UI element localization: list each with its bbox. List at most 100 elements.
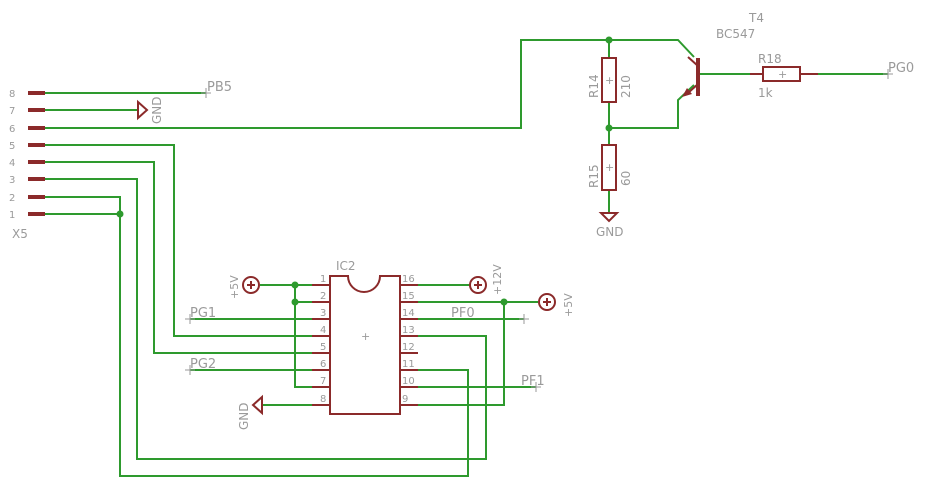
transistor-emitter-arrow-icon [682,88,692,97]
wire-ic2-tie [294,285,312,388]
ic-pin-number: 6 [320,359,326,370]
net-marker-icon [185,314,195,324]
resistor-body [601,57,617,103]
ic-pin-number: 5 [320,342,326,353]
ic-pin-number: 12 [402,342,415,353]
connector-pin-label-1: 1 [9,210,15,221]
resistor-body [601,144,617,191]
net-label-pf0: PF0 [451,306,475,321]
gnd-label-ic8: GND [237,402,251,430]
supply-circle-icon [242,276,260,294]
connector-pin-7 [28,108,45,112]
connector-pin-1 [28,212,45,216]
plus-icon [543,298,551,306]
ic-pin-number: 11 [402,359,415,370]
connector-pin-3 [28,177,45,181]
ic-pin-number: 8 [320,394,326,405]
connector-pin-label-5: 5 [9,141,15,152]
net-marker-icon [519,314,529,324]
gnd-arrow-icon [598,212,620,223]
resistor-plus-mark: + [605,74,614,87]
ic-right-pin-numbers: 16 15 14 13 12 11 10 9 [402,274,415,405]
wires [45,39,888,477]
gnd-arrow-icon [251,394,263,416]
connector-x5: 8 7 6 5 4 3 2 1 X5 [9,89,45,241]
supply-5v-left-label: +5V [228,275,241,299]
ic-center-mark: + [361,330,370,343]
ic-pin-number: 16 [402,274,415,285]
junction-ic15 [500,298,508,306]
transistor-collector [687,56,699,67]
connector-pin-4 [28,160,45,164]
connector-name: X5 [12,227,28,241]
resistor-r18-name: R18 [758,52,782,66]
ic2: IC2 + 1 2 3 4 5 6 7 8 16 15 14 13 12 11 … [312,259,418,415]
junction-r14-bottom [605,124,613,132]
ic-pin-number: 15 [402,291,415,302]
connector-pin-label-8: 8 [9,89,15,100]
wire-pin4-ic5 [45,161,312,354]
wire-pin6-transistor [45,39,695,129]
ic-pin-number: 10 [402,376,415,387]
connector-pin-5 [28,143,45,147]
junction-ic1 [291,281,299,289]
net-marker-icon [883,69,893,79]
junction-ic2 [291,298,299,306]
connector-pin-label-6: 6 [9,124,15,135]
resistor-plus-mark: + [778,68,787,81]
gnd-symbol-ic8: GND [237,394,263,430]
wire-ic9-tie [418,302,505,406]
plus-icon [247,281,255,289]
connector-pin-label-3: 3 [9,175,15,186]
supply-circle-icon [538,293,556,311]
gnd-arrow-icon [137,99,149,121]
gnd-symbol-r15: GND [596,212,624,239]
gnd-label-r15: GND [596,225,624,239]
ic-left-pin-numbers: 1 2 3 4 5 6 7 8 [320,274,326,405]
wire-pin5-ic4 [45,144,312,337]
resistor-r14-value: 210 [619,75,633,98]
net-label-pf1: PF1 [521,374,545,389]
gnd-label-pin7: GND [150,96,164,124]
resistor-r15-name: R15 [587,164,601,188]
connector-pin-8 [28,91,45,95]
gnd-symbol-pin7: GND [137,96,164,124]
wire-pin2-ic11 [45,196,469,477]
resistor-plus-mark: + [605,161,614,174]
transistor-value: BC547 [716,27,755,41]
supply-5v-right: +5V [538,293,575,317]
net-labels: PB5 PG0 PG1 PG2 PF0 PF1 [185,61,914,392]
supply-12v: +12V [469,264,504,295]
ic-name: IC2 [336,259,356,273]
connector-pin-6 [28,126,45,130]
ic-body [329,275,401,415]
supply-circle-icon [469,276,487,294]
ic-pin-number: 13 [402,325,415,336]
connector-pin-2 [28,195,45,199]
net-label-pg0: PG0 [888,61,914,76]
supply-5v-left: +5V [228,275,260,299]
net-marker-icon [201,88,211,98]
ic-pin-number: 2 [320,291,326,302]
resistor-r18-value: 1k [758,86,773,100]
connector-pin-label-4: 4 [9,158,15,169]
junction-r14-top [605,36,613,44]
junction-pin1 [116,210,124,218]
supply-12v-label: +12V [491,264,504,295]
transistor-name: T4 [748,11,764,25]
ic-right-pin-stubs [400,284,418,406]
supply-5v-right-label: +5V [562,293,575,317]
net-label-pg2: PG2 [190,357,216,372]
net-marker-icon [185,365,195,375]
net-label-pb5: PB5 [207,80,232,95]
resistor-r14: + R14 210 [587,57,633,103]
wire-pin3-ic13 [45,178,487,460]
net-label-pg1: PG1 [190,306,216,321]
ic-pin-number: 1 [320,274,326,285]
resistor-r18: + R18 1k [750,52,818,100]
ic-pin-number: 3 [320,308,326,319]
resistor-r15-value: 60 [619,171,633,186]
transistor-t4: T4 BC547 [682,11,764,97]
